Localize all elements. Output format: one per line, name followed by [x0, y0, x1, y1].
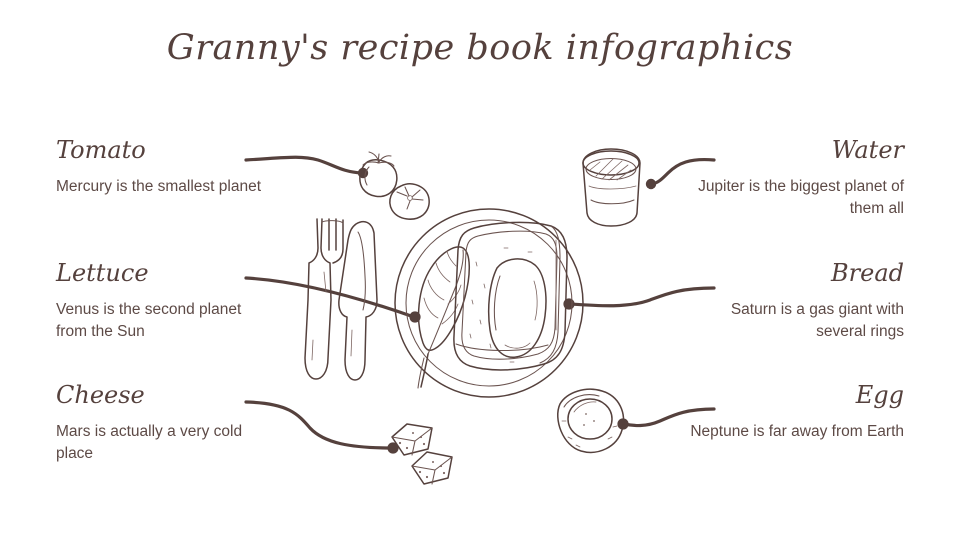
lettuce-leaf-icon	[417, 246, 470, 389]
cheese-cubes-icon	[391, 423, 453, 485]
item-lettuce[interactable]: Lettuce Venus is the second planet from …	[56, 259, 271, 343]
connector-dot-bread	[563, 298, 575, 310]
connector-dot-tomato	[357, 167, 369, 179]
item-title-lettuce: Lettuce	[56, 259, 149, 287]
bread-slice-icon	[453, 221, 568, 371]
plate-icon	[394, 208, 584, 398]
fork-icon	[304, 218, 344, 380]
item-egg[interactable]: Egg Neptune is far away from Earth	[689, 381, 904, 443]
item-water[interactable]: Water Jupiter is the biggest planet of t…	[689, 136, 904, 220]
item-cheese[interactable]: Cheese Mars is actually a very cold plac…	[56, 381, 271, 465]
item-description-water: Jupiter is the biggest planet of them al…	[698, 178, 904, 218]
item-title-water: Water	[831, 136, 904, 164]
knife-icon	[338, 221, 378, 381]
item-description-egg: Neptune is far away from Earth	[690, 423, 904, 441]
connector-dot-cheese	[387, 442, 399, 454]
item-bread[interactable]: Bread Saturn is a gas giant with several…	[689, 259, 904, 343]
fried-egg-icon	[557, 388, 625, 453]
connector-dot-lettuce	[409, 311, 421, 323]
page-title: Granny's recipe book infographics	[166, 28, 794, 68]
item-description-cheese: Mars is actually a very cold place	[56, 423, 243, 463]
item-description-tomato: Mercury is the smallest planet	[56, 178, 262, 196]
item-title-egg: Egg	[855, 381, 904, 409]
connector-dot-water	[645, 178, 657, 190]
item-description-bread: Saturn is a gas giant with several rings	[730, 301, 904, 341]
item-tomato[interactable]: Tomato Mercury is the smallest planet	[56, 136, 271, 198]
connector-lettuce	[244, 276, 416, 319]
item-title-cheese: Cheese	[56, 381, 145, 409]
item-description-lettuce: Venus is the second planet from the Sun	[56, 301, 242, 341]
tomato-icon	[359, 151, 430, 220]
connector-lines	[244, 155, 716, 454]
item-title-bread: Bread	[831, 259, 904, 287]
water-glass-icon	[582, 148, 641, 227]
item-title-tomato: Tomato	[56, 136, 146, 164]
connector-dot-egg	[617, 418, 629, 430]
